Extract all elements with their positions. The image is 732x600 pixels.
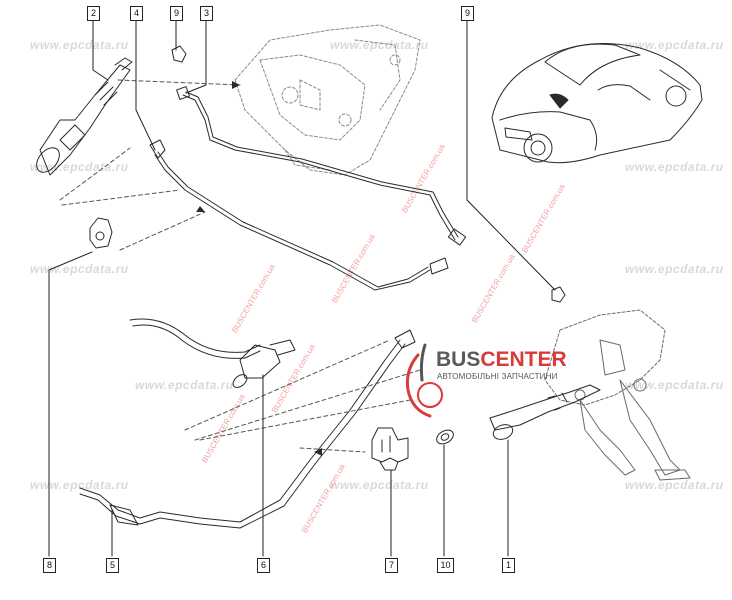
clip-part-9-top	[171, 45, 187, 63]
buscenter-logo-text: BUSCENTER	[436, 348, 567, 372]
slave-part-1	[489, 384, 601, 440]
pipe-part-4	[149, 139, 449, 291]
logo-name-part2: CENTER	[480, 348, 567, 371]
callout-9-right[interactable]: 9	[461, 6, 474, 21]
watermark-mid-right: www.epcdata.ru	[625, 160, 724, 174]
watermark-row5-left: www.epcdata.ru	[30, 478, 129, 492]
callout-9-top[interactable]: 9	[170, 6, 183, 21]
callout-3[interactable]: 3	[200, 6, 213, 21]
watermark-top-mid: www.epcdata.ru	[330, 38, 429, 52]
watermark-row4-left: www.epcdata.ru	[135, 378, 234, 392]
clip-part-9-right	[551, 286, 566, 303]
buscenter-logo-tagline: АВТОМОБІЛЬНІ ЗАПЧАСТИНИ	[437, 372, 558, 381]
watermark-row3-right: www.epcdata.ru	[625, 262, 724, 276]
connector-lines	[59, 79, 421, 453]
watermark-top-right: www.epcdata.ru	[625, 38, 724, 52]
callout-10[interactable]: 10	[437, 558, 454, 573]
leader-lines	[48, 19, 556, 557]
watermark-row5-right: www.epcdata.ru	[625, 478, 724, 492]
watermark-row4-right: www.epcdata.ru	[625, 378, 724, 392]
watermark-top-left: www.epcdata.ru	[30, 38, 129, 52]
buscenter-logo-mark	[406, 343, 443, 418]
callout-5[interactable]: 5	[106, 558, 119, 573]
ring-part-10	[436, 429, 454, 445]
clip-part-8	[89, 217, 113, 249]
logo-name-part1: BUS	[436, 348, 481, 371]
hose-part-5	[79, 329, 416, 529]
bracket-part-7	[371, 427, 409, 471]
car-illustration	[491, 43, 703, 164]
pipe-part-3	[176, 86, 467, 246]
callout-8[interactable]: 8	[43, 558, 56, 573]
firewall-structure	[234, 24, 421, 176]
callout-7[interactable]: 7	[385, 558, 398, 573]
callout-4[interactable]: 4	[130, 6, 143, 21]
callout-6[interactable]: 6	[257, 558, 270, 573]
master-cylinder-part-2	[36, 57, 133, 176]
arrowheads	[196, 81, 322, 456]
callout-1[interactable]: 1	[502, 558, 515, 573]
pedal-assembly	[544, 309, 691, 481]
callout-2[interactable]: 2	[87, 6, 100, 21]
watermark-row5-mid: www.epcdata.ru	[330, 478, 429, 492]
watermark-row3-left: www.epcdata.ru	[30, 262, 129, 276]
hose-part-6	[129, 318, 296, 388]
